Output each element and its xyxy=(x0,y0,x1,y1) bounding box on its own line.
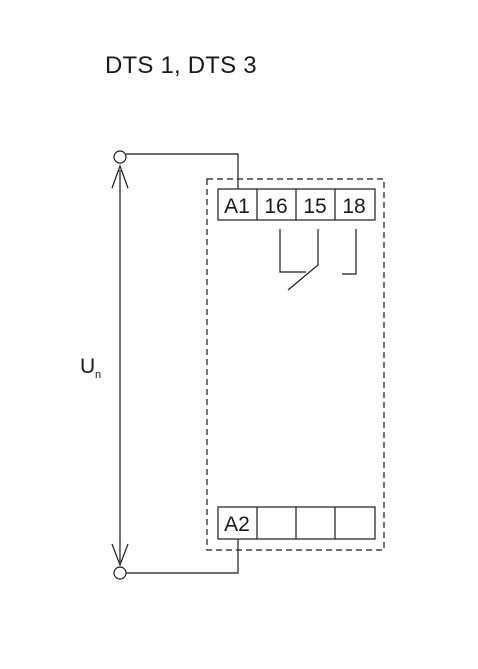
diagram-title: DTS 1, DTS 3 xyxy=(105,52,257,79)
device-enclosure xyxy=(206,178,385,551)
supply-terminal-top xyxy=(113,150,127,164)
wire-to-a1 xyxy=(126,153,239,190)
contact-common-lever xyxy=(287,229,319,291)
terminal-label-16: 16 xyxy=(264,195,287,218)
contact-no-path xyxy=(342,229,357,275)
top-terminal-block: A1 16 15 18 xyxy=(217,188,376,221)
changeover-contact-symbol xyxy=(279,229,357,291)
voltage-label: U xyxy=(80,355,95,378)
terminal-label-a1: A1 xyxy=(224,195,250,218)
bottom-terminal-block: A2 xyxy=(217,506,376,540)
contact-nc-path xyxy=(279,229,306,273)
terminal-label-15: 15 xyxy=(303,195,326,218)
voltage-arrowhead-up xyxy=(111,164,129,189)
terminal-label-a2: A2 xyxy=(224,513,250,536)
voltage-arrowhead-down xyxy=(111,543,129,567)
voltage-label-subscript: n xyxy=(95,369,101,381)
supply-terminal-bottom xyxy=(113,566,127,580)
terminal-label-18: 18 xyxy=(342,195,365,218)
wire-to-a2 xyxy=(126,539,239,574)
